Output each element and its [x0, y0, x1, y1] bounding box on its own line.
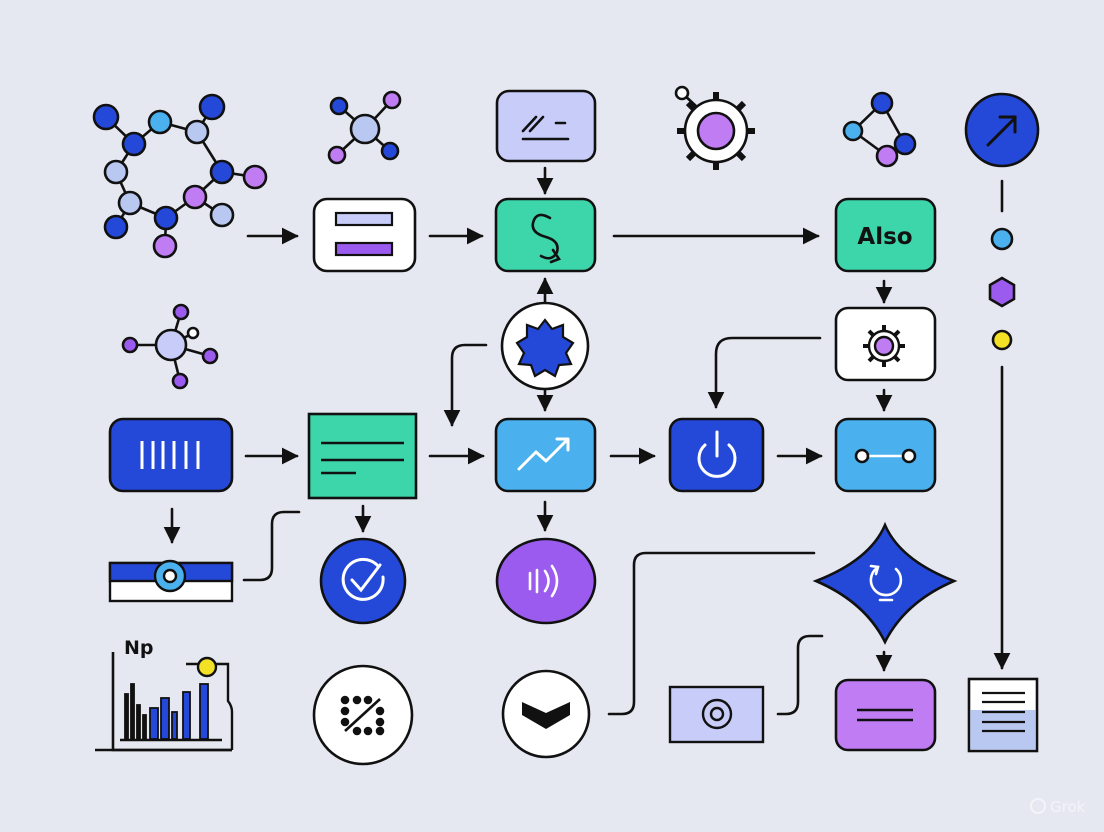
chevron-down-icon: [522, 702, 570, 729]
dot-grid-icon: [340, 695, 385, 736]
check-node[interactable]: [319, 537, 407, 625]
s-curve-icon: [531, 213, 561, 264]
minus-lines-icon: [857, 708, 913, 722]
power-node[interactable]: [668, 417, 765, 493]
trend-node[interactable]: [494, 417, 597, 493]
nodes-icon: [842, 91, 917, 168]
edge-cog-loop: [707, 336, 822, 409]
slider-handle-icon: [153, 559, 187, 593]
document-node[interactable]: [307, 412, 418, 500]
bar-chart-icon: [95, 652, 234, 752]
s-curve-node[interactable]: [494, 197, 597, 273]
list-document-icon: [982, 691, 1025, 733]
signature-icon: [521, 115, 570, 141]
blue-dot-icon: [990, 227, 1014, 251]
trend-up-icon: [517, 437, 570, 471]
refresh-diamond-node[interactable]: [812, 521, 958, 645]
minus-lines-node[interactable]: [834, 678, 937, 752]
yellow-dot-icon: [196, 656, 218, 678]
watermark: Grok: [1030, 798, 1086, 816]
gear-node[interactable]: [500, 301, 590, 391]
grok-logo-icon: [1030, 798, 1046, 814]
barcode-node[interactable]: [108, 417, 234, 493]
signature-node[interactable]: [495, 89, 597, 163]
also-node[interactable]: Also: [834, 197, 937, 273]
connectors: [163, 166, 1011, 716]
edge-gear-loop: [443, 343, 488, 427]
link-node[interactable]: [834, 417, 937, 493]
small-gear-icon: [863, 325, 905, 367]
molecule-icon: [92, 93, 268, 259]
link-icon: [854, 448, 917, 464]
text-lines-icon: [334, 211, 394, 257]
gear-icon: [674, 85, 755, 170]
watermark-label: Grok: [1050, 798, 1086, 816]
text-lines-node[interactable]: [312, 197, 417, 273]
camera-node[interactable]: [668, 685, 765, 744]
cog-node[interactable]: [834, 306, 937, 382]
check-circle-icon: [341, 557, 385, 601]
edge-camera-to-diamond: [776, 634, 824, 716]
signal-icon: [528, 564, 559, 598]
barcode-icon: [140, 441, 200, 469]
cog-icon: [515, 318, 575, 378]
np-label: Np: [124, 637, 154, 659]
hexagon-icon: [988, 276, 1016, 308]
list-document-node[interactable]: [967, 677, 1039, 753]
document-icon: [321, 441, 404, 475]
camera-icon: [701, 698, 733, 730]
edge-chevron-to-diamond: [607, 551, 816, 716]
signal-node[interactable]: [495, 537, 597, 625]
dot-grid-node[interactable]: [312, 664, 414, 766]
arrow-up-right-icon: [986, 115, 1017, 147]
edge-slider-to-doc: [242, 510, 301, 582]
network-icon: [327, 90, 402, 165]
refresh-icon: [869, 564, 903, 602]
small-molecule-icon: [121, 303, 219, 390]
slider-node[interactable]: [108, 559, 234, 603]
chevron-node[interactable]: [501, 669, 591, 759]
power-icon: [697, 430, 737, 478]
yellow-dot-icon: [991, 329, 1013, 351]
also-label: Also: [857, 224, 912, 250]
bar-chart-node[interactable]: Np: [95, 637, 234, 752]
arrow-up-right-button[interactable]: [964, 92, 1040, 168]
